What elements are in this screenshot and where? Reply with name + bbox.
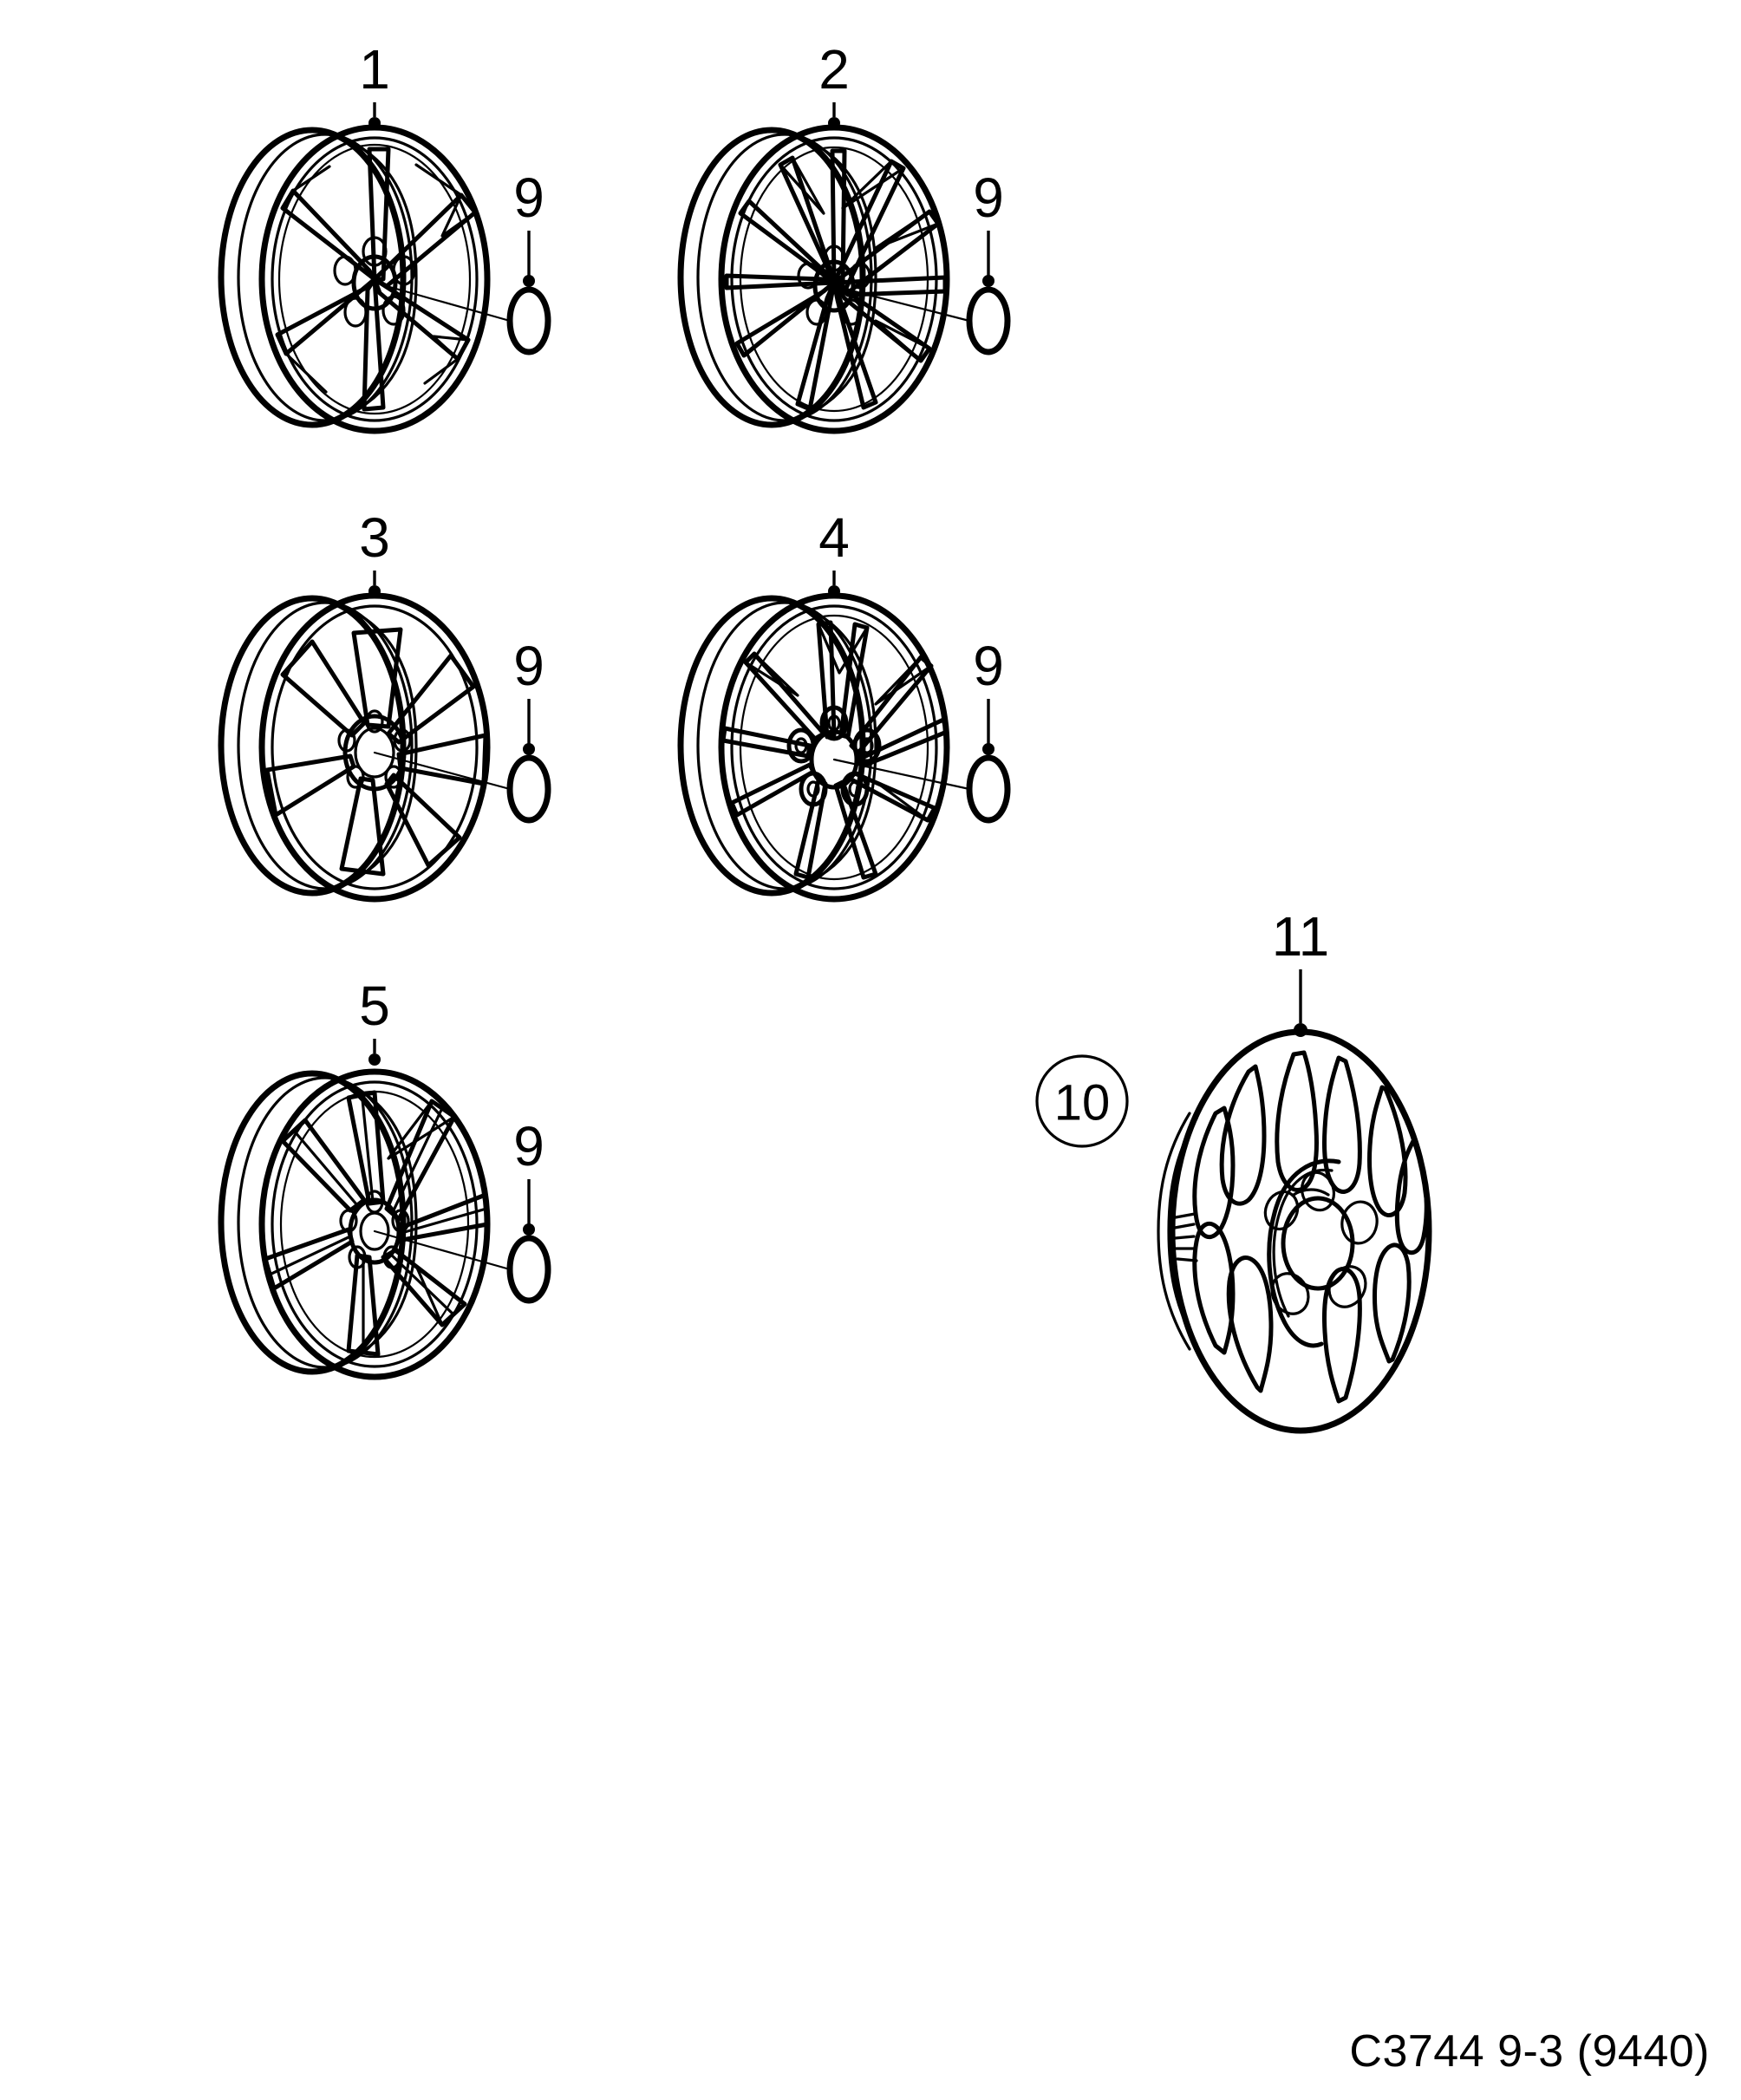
- centre-cap-9-leader-2: [832, 284, 971, 323]
- callout-10-label: 10: [1054, 1075, 1111, 1132]
- figure-4-centre-cap: 9: [832, 635, 1011, 824]
- figure-wheel-2: 2: [677, 38, 1011, 434]
- figure-wheel-1: 1: [218, 38, 551, 434]
- centre-cap-9-leader-4: [832, 758, 971, 791]
- centre-cap-9-leader-5: [373, 1229, 512, 1271]
- figure-wheel-3: 3: [218, 506, 551, 903]
- wheel-1-face: [258, 124, 491, 434]
- figure-2-centre-cap: 9: [832, 166, 1011, 355]
- callout-5: 5: [359, 975, 390, 1066]
- wheel-4-hub: [786, 705, 882, 807]
- wheel-5-face: [258, 1068, 491, 1380]
- callout-10-group: 10: [1035, 1054, 1129, 1148]
- wheel-5-hub: [339, 1190, 410, 1269]
- centre-cap-9-shape-3: [506, 754, 551, 824]
- wheel-2-hub: [797, 245, 871, 326]
- callout-1-label: 1: [359, 38, 390, 101]
- figure-1-centre-cap: 9: [373, 166, 551, 355]
- centre-cap-9-shape-1: [506, 286, 551, 355]
- wheel-2-spokes: [724, 148, 948, 412]
- callout-3-label: 3: [359, 506, 390, 569]
- wheel-1-spokes: [275, 147, 478, 412]
- callout-9-label-4: 9: [973, 635, 1004, 697]
- wheel-2-face: [718, 124, 950, 434]
- wheel-trim-11-body: [1157, 1028, 1432, 1434]
- wheel-3-rim-barrel: [218, 595, 418, 897]
- wheel-trim-11-retention-ribs: [1173, 1212, 1198, 1262]
- wheel-3-face: [258, 592, 491, 903]
- callout-9-label-1: 9: [513, 166, 544, 229]
- callout-9-label-3: 9: [513, 635, 544, 697]
- callout-4-label: 4: [818, 506, 850, 569]
- figure-wheel-trim-11: 11 10: [1035, 905, 1432, 1434]
- figure-wheel-4: 4: [677, 506, 1011, 903]
- callout-11-label: 11: [1272, 905, 1329, 968]
- callout-2-label: 2: [818, 38, 850, 101]
- centre-cap-9-shape-5: [506, 1235, 551, 1304]
- callout-10-circle: [1035, 1054, 1129, 1148]
- callout-3: 3: [359, 506, 390, 597]
- wheel-trim-11-vanes: [1192, 1050, 1429, 1404]
- wheel-1-hub: [333, 236, 416, 328]
- callout-1: 1: [359, 38, 390, 129]
- wheel-4-face: [718, 592, 950, 903]
- centre-cap-9-shape-2: [966, 286, 1011, 355]
- wheel-3-hub: [337, 709, 412, 792]
- wheel-4-spokes: [721, 620, 949, 880]
- centre-cap-9-leader-3: [373, 751, 512, 791]
- figure-5-centre-cap: 9: [373, 1115, 551, 1304]
- figure-wheel-5: 5: [218, 975, 551, 1380]
- callout-11: 11: [1272, 905, 1329, 1037]
- figure-3-centre-cap: 9: [373, 635, 551, 824]
- callout-2: 2: [818, 38, 850, 129]
- callout-4: 4: [818, 506, 850, 597]
- centre-cap-9-shape-4: [966, 754, 1011, 824]
- wheel-trim-11-hub: [1263, 1171, 1379, 1315]
- centre-cap-9-leader-1: [373, 281, 512, 323]
- wheel-5-spokes: [263, 1090, 490, 1357]
- callout-9-label-2: 9: [973, 166, 1004, 229]
- callout-5-label: 5: [359, 975, 390, 1037]
- diagram-caption: C3744 9-3 (9440): [1349, 2026, 1710, 2077]
- callout-9-label-5: 9: [513, 1115, 544, 1177]
